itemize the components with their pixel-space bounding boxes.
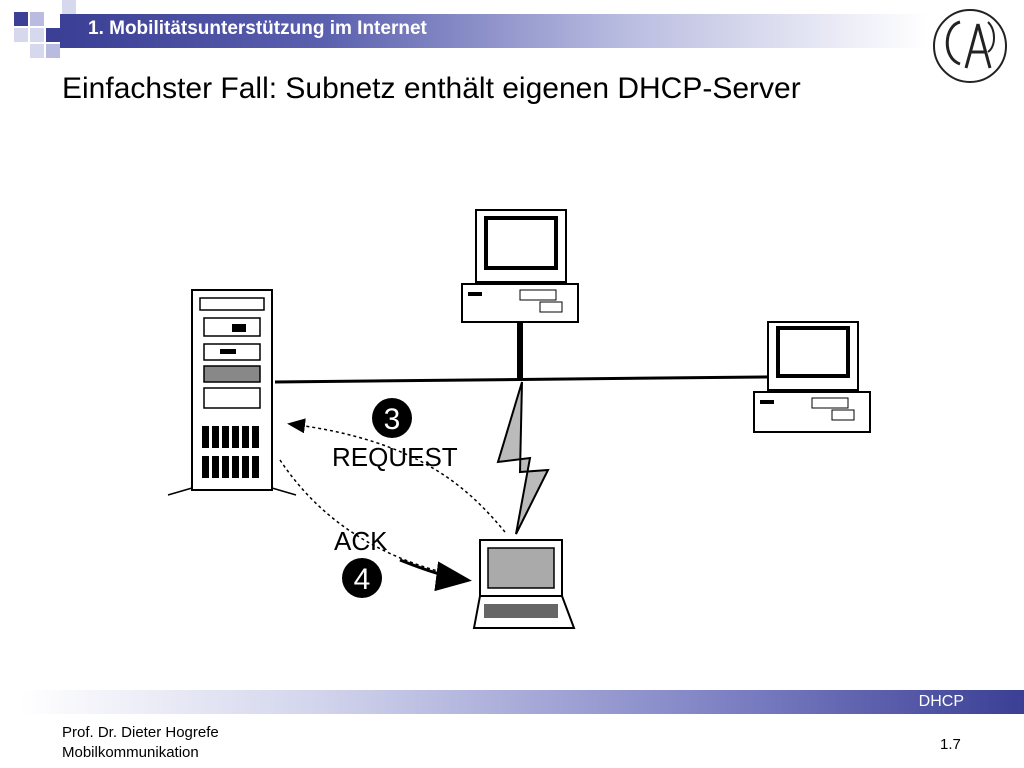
request-arrow [287, 418, 506, 533]
ack-arrow [279, 459, 472, 592]
server-tower-icon [167, 289, 297, 496]
ack-label: ACK [334, 526, 388, 556]
request-label: REQUEST [332, 442, 458, 472]
network-cable [274, 320, 856, 384]
desktop-computer-icon [753, 321, 871, 433]
step-4-badge: 4 [342, 558, 382, 598]
page-number: 1.7 [940, 736, 961, 753]
corner-squares-decoration [14, 0, 76, 58]
lightning-bolt-icon [496, 381, 550, 535]
page-title: Einfachster Fall: Subnetz enthält eigene… [62, 72, 801, 105]
author-name: Prof. Dr. Dieter Hogrefe [62, 724, 219, 741]
network-diagram: 3 REQUEST ACK 4 [167, 209, 871, 629]
university-seal-icon [933, 9, 1007, 83]
step-4-number: 4 [354, 563, 371, 596]
step-3-badge: 3 [372, 398, 412, 438]
footer-topic-tag: DHCP [918, 693, 964, 710]
laptop-icon [472, 539, 576, 629]
header-bar [60, 14, 928, 48]
footer-bar [20, 690, 1024, 714]
section-title: 1. Mobilitätsunterstützung im Internet [88, 18, 427, 39]
desktop-computer-icon [461, 209, 579, 323]
course-name: Mobilkommunikation [62, 744, 199, 761]
step-3-number: 3 [384, 403, 401, 436]
